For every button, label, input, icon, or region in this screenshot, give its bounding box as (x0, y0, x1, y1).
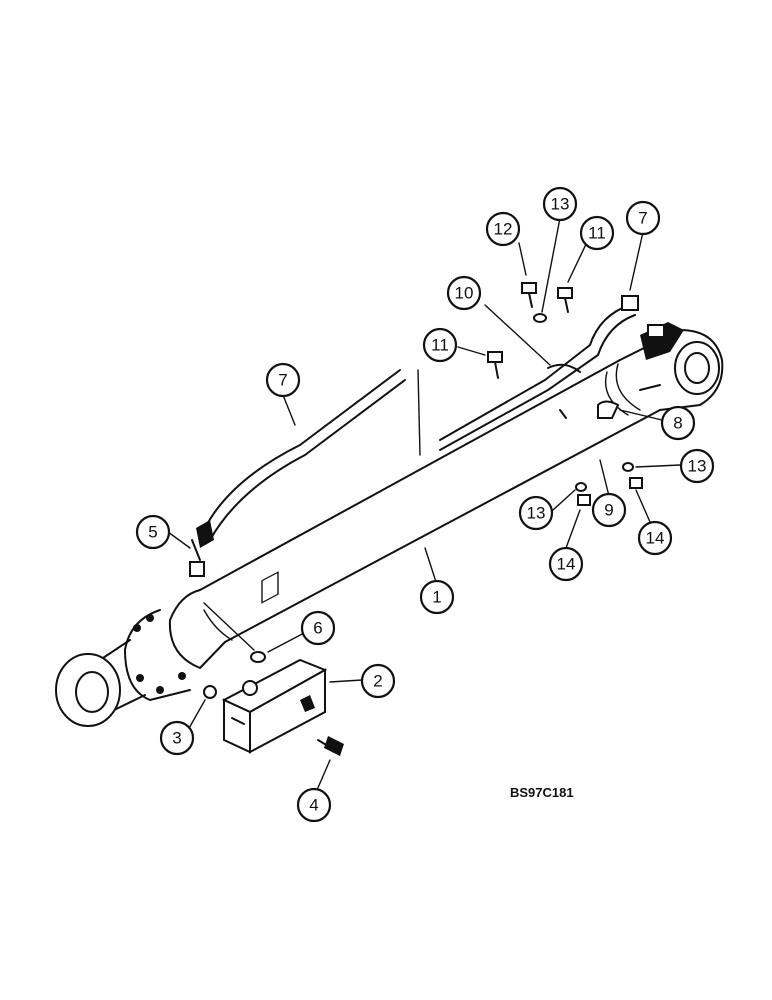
callout-10-label: 10 (455, 284, 474, 303)
callout-7-right: 7 (625, 200, 661, 236)
callout-5: 5 (135, 514, 171, 550)
bolt-part-11-left (487, 351, 503, 379)
callout-6: 6 (300, 610, 336, 646)
callout-7-left-label: 7 (278, 371, 287, 390)
washer-part-13-lower-right (622, 462, 634, 472)
callout-1: 1 (419, 579, 455, 615)
bolt-part-12 (521, 282, 537, 308)
callout-3: 3 (159, 720, 195, 756)
callout-7-left: 7 (265, 362, 301, 398)
callout-8-label: 8 (673, 414, 682, 433)
callout-14-left: 14 (548, 546, 584, 582)
callout-3-label: 3 (172, 729, 181, 748)
o-ring-part-3 (203, 685, 217, 699)
elbow-fitting-part-5 (189, 520, 214, 577)
callout-9-label: 9 (604, 501, 613, 520)
callout-14-right-label: 14 (646, 529, 665, 548)
callout-11-right: 11 (579, 215, 615, 251)
callout-11-right-label: 11 (588, 224, 606, 243)
callout-4: 4 (296, 787, 332, 823)
callout-13-lower-left-label: 13 (527, 504, 546, 523)
callout-13-lower-right-label: 13 (688, 457, 707, 476)
hydraulic-tube-left (204, 369, 406, 541)
callout-6-label: 6 (313, 619, 322, 638)
callout-8: 8 (660, 405, 696, 441)
callout-12: 12 (485, 211, 521, 247)
callout-13-lower-left: 13 (518, 495, 554, 531)
bolt-part-11-right (557, 287, 573, 313)
washer-part-13-top (533, 313, 547, 323)
callout-11-left: 11 (422, 327, 458, 363)
callout-13-top: 13 (542, 186, 578, 222)
callout-7-right-label: 7 (638, 209, 647, 228)
hydraulic-tube-right (439, 295, 639, 451)
callout-14-right: 14 (637, 520, 673, 556)
drawing-reference-code: BS97C181 (510, 785, 574, 800)
fitting-part-4 (317, 736, 344, 756)
callout-1-label: 1 (432, 588, 441, 607)
callout-9: 9 (591, 492, 627, 528)
callout-14-left-label: 14 (557, 555, 576, 574)
callout-11-left-label: 11 (431, 336, 449, 355)
leader-lines (167, 217, 681, 791)
callout-13-lower-right: 13 (679, 448, 715, 484)
cylinder-rod-end (55, 589, 233, 727)
callout-2-label: 2 (373, 672, 382, 691)
callout-12-label: 12 (494, 220, 513, 239)
clamp-assembly (547, 363, 620, 419)
nut-part-14-left (577, 494, 591, 506)
callout-13-top-label: 13 (551, 195, 570, 214)
cylinder-head-end (619, 322, 724, 411)
callout-10: 10 (446, 275, 482, 311)
callout-5-label: 5 (148, 523, 157, 542)
o-ring-part-6 (250, 651, 266, 663)
callout-4-label: 4 (309, 796, 318, 815)
washer-part-13-lower-left (575, 482, 587, 492)
cylinder-barrel (199, 359, 661, 643)
callout-2: 2 (360, 663, 396, 699)
nut-part-14-right (629, 477, 643, 489)
valve-block (221, 571, 328, 754)
